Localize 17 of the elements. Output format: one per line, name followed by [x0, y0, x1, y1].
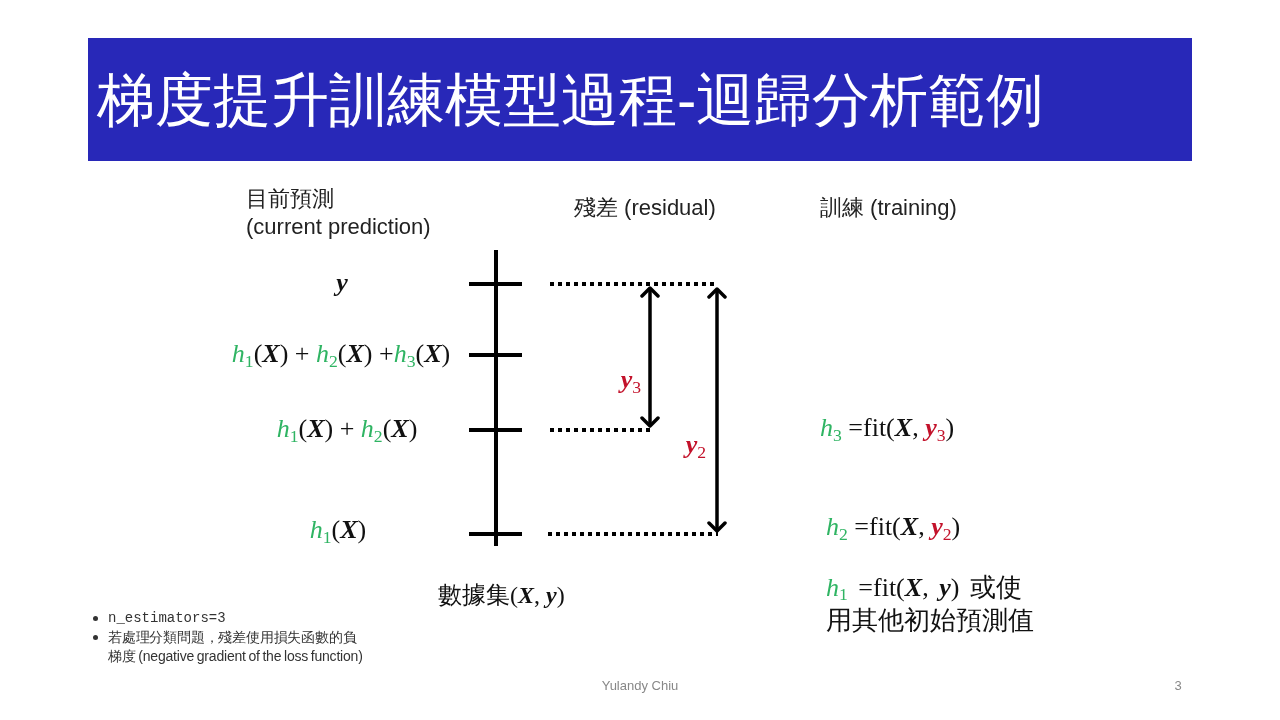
residual-label: y$_{3}$: [620, 363, 642, 397]
residual-label: y$_{2}$: [685, 428, 707, 462]
note-text: 若處理分類問題，殘差使用損失函數的負梯度 (negative gradient of the loss function): [108, 628, 364, 666]
formula-label: h$_{3}$ =fit(X, y$_{3}$): [820, 411, 955, 445]
formula-label: h$_{2}$ =fit(X, y$_{2}$): [826, 510, 961, 544]
note-text: n_estimators=3: [108, 609, 226, 628]
column-heading: 訓練 (training): [820, 194, 957, 222]
slide-title: 梯度提升訓練模型過程-迴歸分析範例: [97, 65, 1045, 134]
column-heading: 殘差 (residual): [574, 194, 716, 222]
formula-label: h$_{1}$ =fit(X, y) 或使用其他初始預測值: [826, 571, 1035, 636]
formula-label: h$_{1}$(X) + h$_{2}$(X) +h$_{3}$(X): [231, 337, 451, 371]
dataset-label: 數據集(X, y): [438, 581, 565, 610]
formula-label: h$_{1}$(X) + h$_{2}$(X): [276, 412, 418, 446]
column-heading: 目前預測 (current prediction): [246, 184, 431, 240]
author-name: Yulandy Chiu: [601, 677, 679, 695]
page-number: 3: [1174, 677, 1182, 695]
formula-label: h$_{1}$(X): [309, 513, 367, 547]
